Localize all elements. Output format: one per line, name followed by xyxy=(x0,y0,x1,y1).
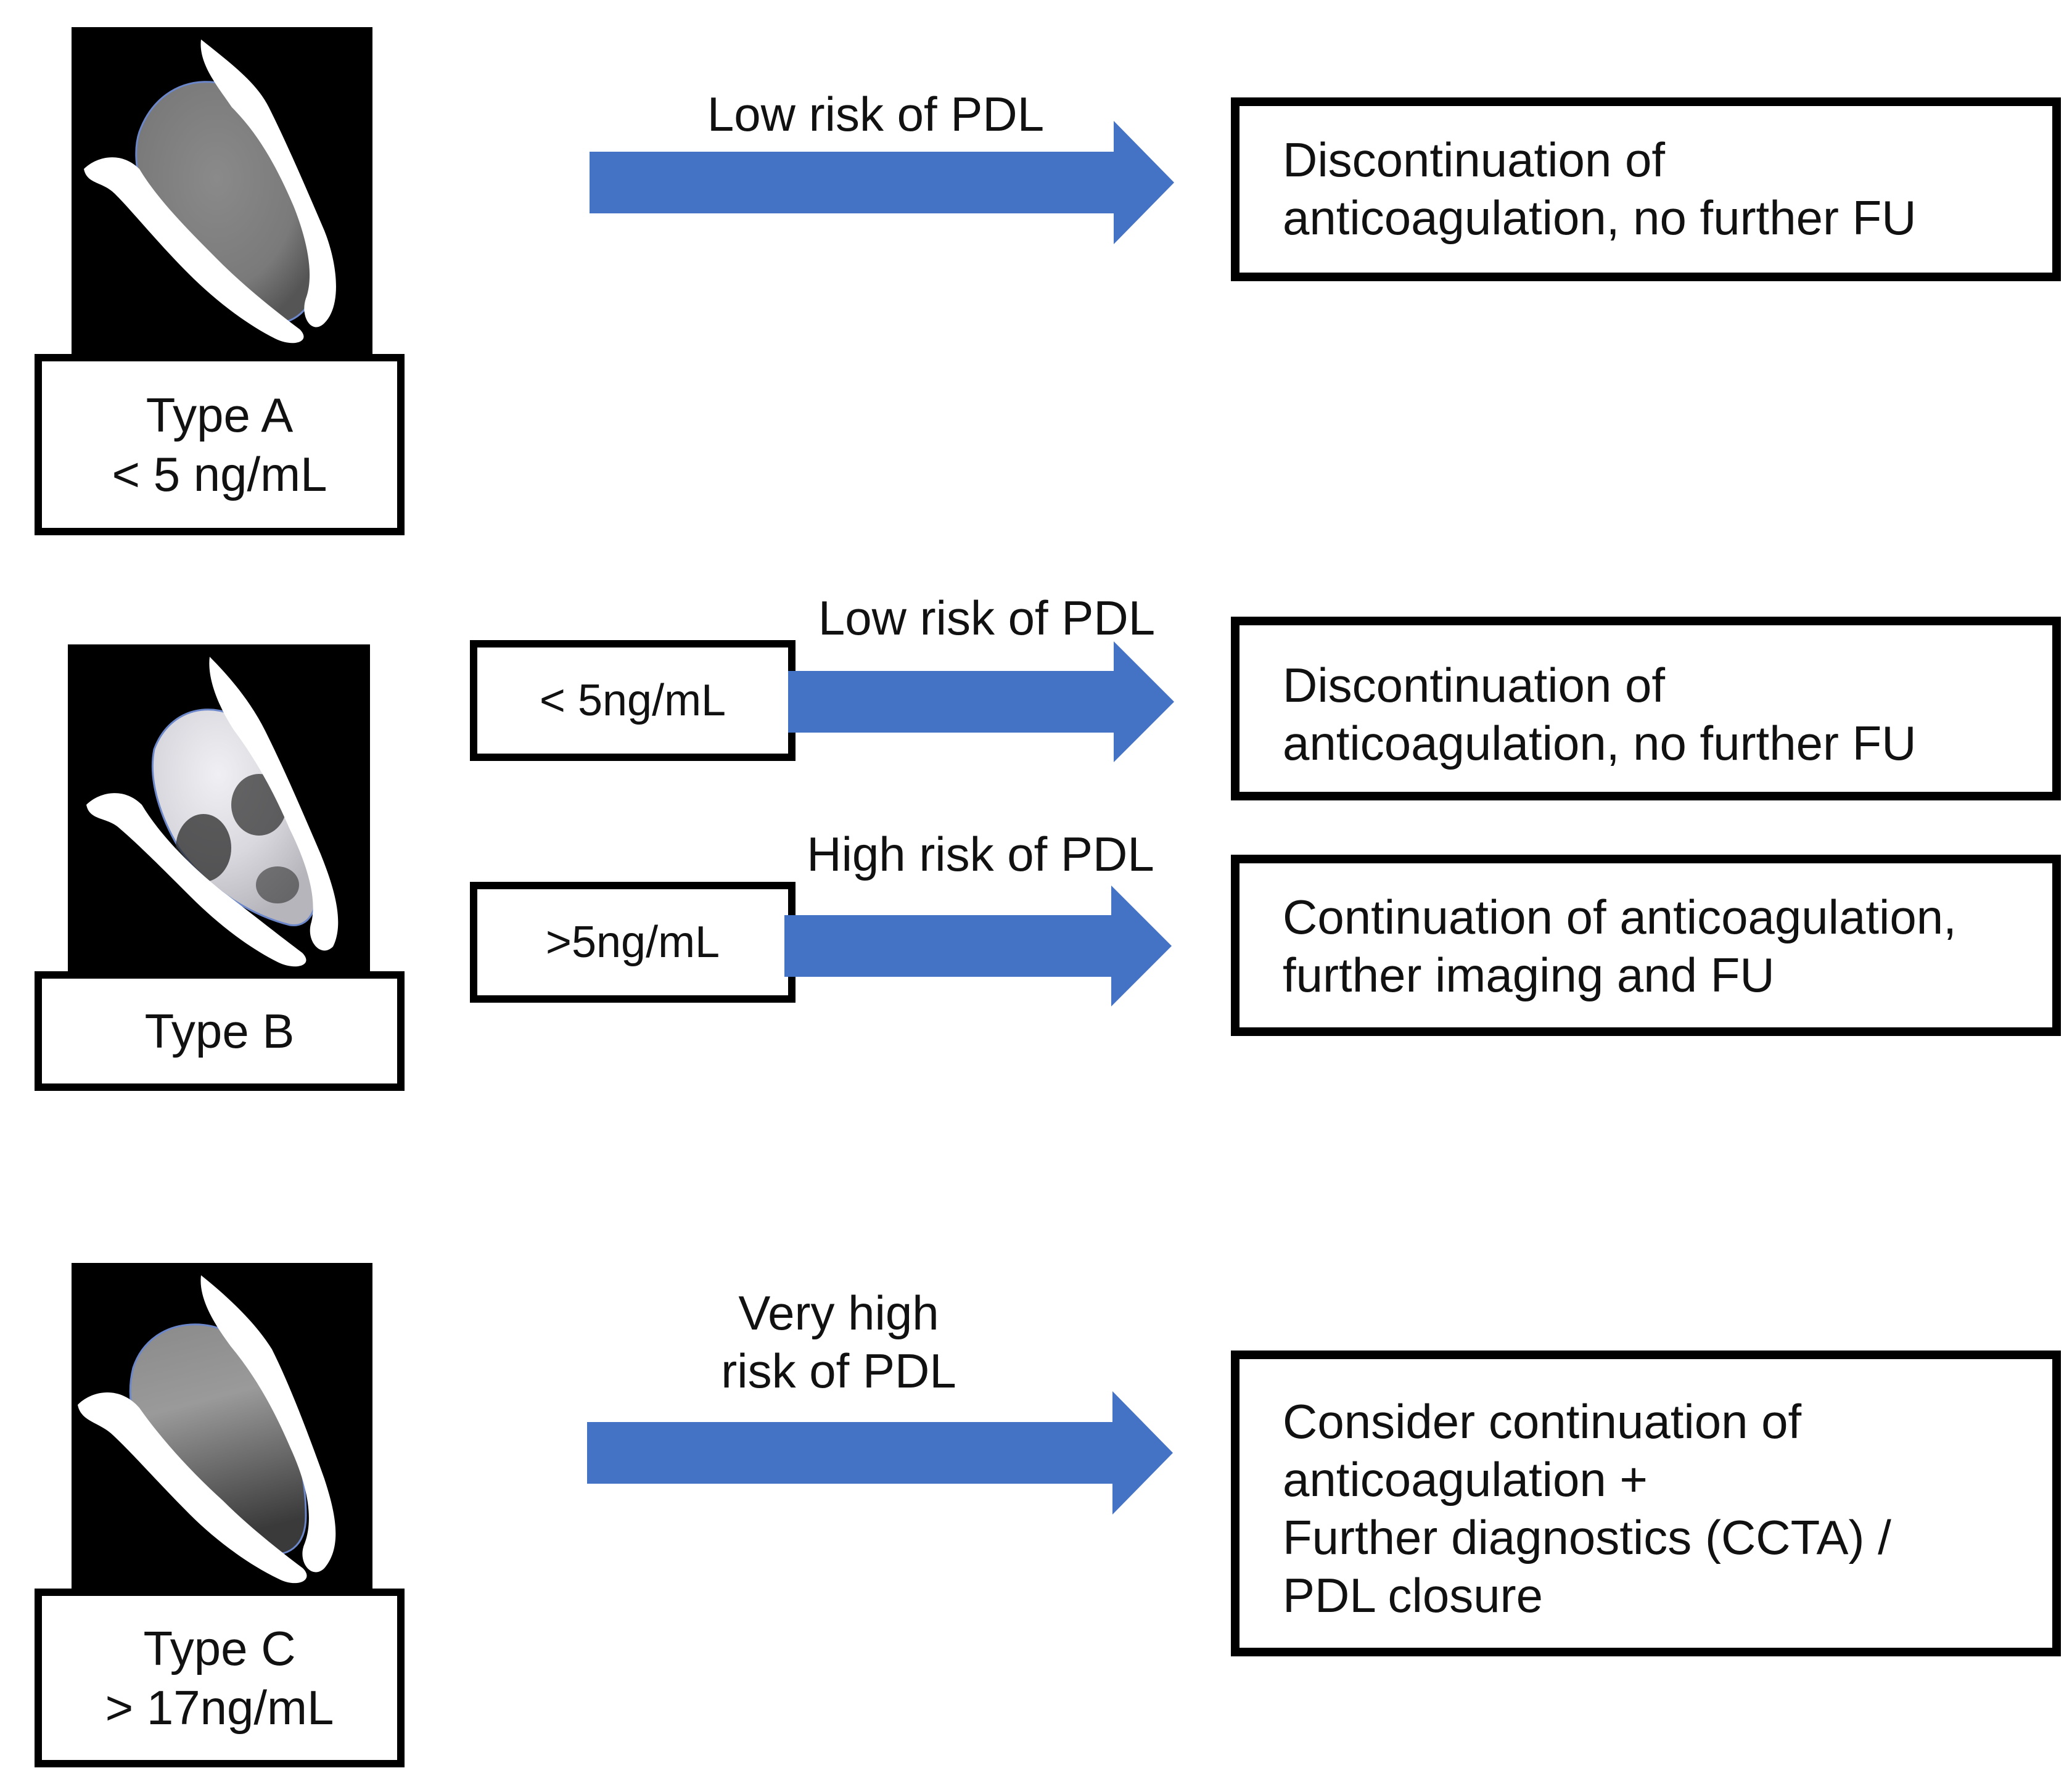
right-arrow-icon xyxy=(788,641,1174,762)
risk-label-very-high-c: Very high risk of PDL xyxy=(654,1284,1024,1400)
arrow-type-c xyxy=(587,1391,1173,1515)
type-c-heart-image xyxy=(72,1263,372,1596)
type-a-heart-image xyxy=(72,27,372,360)
outcome-line: anticoagulation, no further FU xyxy=(1283,716,1917,770)
outcome-box-discontinue-b: Discontinuation of anticoagulation, no f… xyxy=(1231,617,2061,800)
arrow-type-a xyxy=(590,121,1174,244)
risk-label-low-b: Low risk of PDL xyxy=(818,591,1156,645)
outcome-box-discontinue-a: Discontinuation of anticoagulation, no f… xyxy=(1231,97,2061,281)
type-b-heart-image xyxy=(68,644,370,977)
type-b-label-box: Type B xyxy=(35,971,405,1091)
heart-scan-icon xyxy=(78,1275,336,1584)
risk-line: Very high xyxy=(738,1286,939,1340)
risk-line: risk of PDL xyxy=(721,1344,956,1398)
outcome-line: anticoagulation + xyxy=(1283,1452,1648,1507)
right-arrow-icon xyxy=(590,121,1174,244)
threshold-high-text: >5ng/mL xyxy=(545,918,720,967)
type-c-threshold: > 17ng/mL xyxy=(105,1680,334,1735)
threshold-low-text: < 5ng/mL xyxy=(539,676,726,725)
right-arrow-icon xyxy=(587,1391,1173,1515)
type-c-label-box: Type C > 17ng/mL xyxy=(35,1589,405,1767)
risk-label-low-a: Low risk of PDL xyxy=(707,87,1045,141)
outcome-line: PDL closure xyxy=(1283,1568,1543,1622)
type-c-title: Type C xyxy=(143,1621,296,1675)
type-a-threshold: < 5 ng/mL xyxy=(112,447,327,501)
type-a-title: Type A xyxy=(146,388,294,442)
outcome-line: anticoagulation, no further FU xyxy=(1283,191,1917,245)
arrow-type-b-low xyxy=(788,641,1174,762)
type-a-label-box: Type A < 5 ng/mL xyxy=(35,354,405,535)
type-b-title: Type B xyxy=(144,1004,295,1058)
right-arrow-icon xyxy=(784,886,1172,1006)
outcome-box-continue-b: Continuation of anticoagulation, further… xyxy=(1231,855,2061,1036)
outcome-line: Continuation of anticoagulation, xyxy=(1283,890,1957,944)
outcome-box-consider-c: Consider continuation of anticoagulation… xyxy=(1231,1350,2061,1656)
outcome-line: Further diagnostics (CCTA) / xyxy=(1283,1510,1891,1564)
heart-scan-icon xyxy=(84,39,336,343)
outcome-line: Discontinuation of xyxy=(1283,133,1666,187)
outcome-line: Consider continuation of xyxy=(1283,1394,1802,1449)
heart-scan-icon xyxy=(86,657,339,967)
outcome-line: Discontinuation of xyxy=(1283,658,1666,712)
threshold-box-high: >5ng/mL xyxy=(470,882,796,1003)
risk-label-high-b: High risk of PDL xyxy=(807,827,1154,881)
outcome-line: further imaging and FU xyxy=(1283,948,1775,1002)
threshold-box-low: < 5ng/mL xyxy=(470,640,796,761)
arrow-type-b-high xyxy=(784,886,1172,1006)
